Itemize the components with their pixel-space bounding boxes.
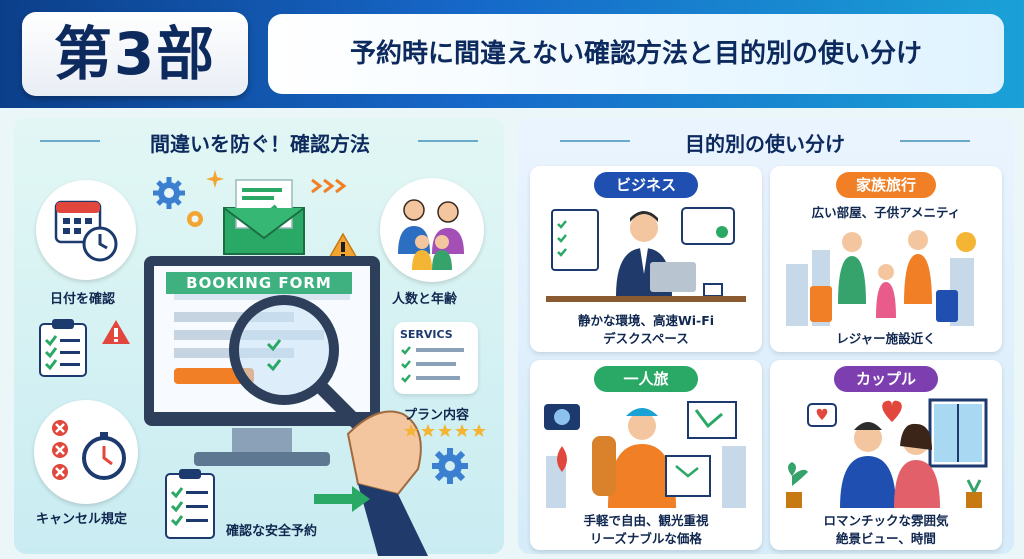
envelope-icon xyxy=(223,179,305,255)
solo-desc-1: 手軽で自由、観光重視 xyxy=(583,513,709,528)
couple-heart-icon xyxy=(786,398,988,508)
left-section-title: 間違いを防ぐ！確認方法 xyxy=(150,132,370,156)
right-section-title: 目的別の使い分け xyxy=(685,132,845,156)
solo-desc-2: リーズナブルな価格 xyxy=(590,531,702,546)
services-checklist-icon xyxy=(401,346,464,383)
right-title-rule-right xyxy=(900,140,970,142)
part-badge: 第3部 xyxy=(22,12,248,96)
business-person-laptop-icon xyxy=(546,207,746,302)
family-people-icon xyxy=(398,199,464,270)
plan-content-label: プラン内容 xyxy=(404,408,470,423)
chevrons-icon xyxy=(311,178,347,194)
page-title: 予約時に間違えない確認方法と目的別の使い分け xyxy=(349,39,922,69)
business-desc-2: デスクスペース xyxy=(603,331,689,346)
services-card xyxy=(394,322,478,394)
family-luggage-icon xyxy=(786,230,976,326)
family-desc-1: 広い部屋、子供アメニティ xyxy=(811,205,961,220)
people-circle xyxy=(380,178,484,282)
calendar-clock-icon xyxy=(54,200,118,262)
cancel-x-stopwatch-icon xyxy=(52,420,126,480)
solo-traveler-map-icon xyxy=(544,401,746,508)
magnifying-glass-hand-icon xyxy=(229,295,428,556)
green-arrow-icon xyxy=(314,486,370,512)
five-stars-icon xyxy=(404,424,486,437)
date-check-label: 日付を確認 xyxy=(50,292,116,307)
business-pill: ビジネス xyxy=(594,172,698,198)
title-bar: 予約時に間違えない確認方法と目的別の使い分け xyxy=(268,14,1004,94)
business-desc-1: 静かな環境、高速Wi-Fi xyxy=(577,313,715,328)
gear-small-icon xyxy=(187,211,203,227)
sparkle-icon xyxy=(206,170,224,188)
left-title-rule-right xyxy=(418,140,478,142)
warning-small-icon xyxy=(102,320,130,344)
couple-pill: カップル xyxy=(834,366,938,392)
family-pill: 家族旅行 xyxy=(836,172,936,198)
people-age-label: 人数と年齢 xyxy=(392,292,458,307)
gear-large-icon xyxy=(432,448,468,484)
family-desc-2: レジャー施設近く xyxy=(836,331,936,346)
header-banner: 第3部 予約時に間違えない確認方法と目的別の使い分け xyxy=(0,0,1024,108)
cancel-policy-label: キャンセル規定 xyxy=(36,512,128,527)
services-card-title: SERVICS xyxy=(400,328,453,341)
solo-pill: 一人旅 xyxy=(594,366,698,392)
gear-icon xyxy=(153,177,185,209)
couple-desc-1: ロマンチックな雰囲気 xyxy=(823,513,949,528)
left-title-rule-left xyxy=(40,140,100,142)
safe-booking-clipboard-icon xyxy=(165,469,215,539)
clipboard-checklist-icon xyxy=(39,319,87,377)
booking-form-banner: BOOKING FORM xyxy=(166,272,352,294)
safe-booking-label: 確認な安全予約 xyxy=(226,524,318,539)
couple-desc-2: 絶景ビュー、時間 xyxy=(836,531,936,546)
part-badge-text: 第3部 xyxy=(53,20,217,88)
right-title-rule-left xyxy=(560,140,630,142)
